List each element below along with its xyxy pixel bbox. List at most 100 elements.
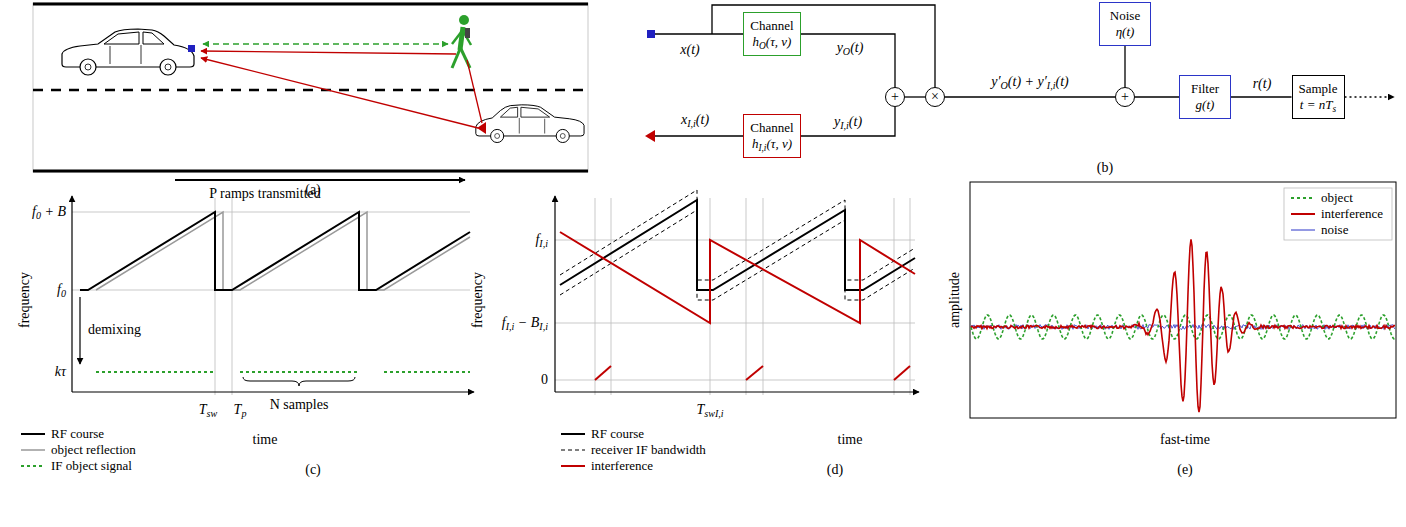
legend-line [21,465,45,467]
legend-text: object reflection [51,442,136,458]
block-function: η(t) [1116,24,1135,40]
block-title: Sample [1299,81,1338,97]
car-door [519,118,544,134]
mixer-circle: × [925,87,945,107]
text-run: (t) + y′ [1008,74,1047,89]
figure-label: Tp [234,402,247,418]
y-axis [554,196,555,392]
plot-frame [970,182,1396,418]
lane-marking [33,89,588,92]
signal-label: r(t) [1251,76,1274,92]
object-echo-arrow [203,43,448,45]
text-run: (t) [1055,74,1068,89]
adder-circle: + [1115,87,1135,107]
pedestrian-bag [465,28,470,38]
subscript: 0 [61,288,66,299]
legend-line [561,465,585,467]
car-wheel [556,129,569,142]
signal-wire [1124,46,1125,87]
if-bandwidth-edge [560,190,915,280]
block-wires [645,5,1394,142]
legend-sample [1290,208,1316,220]
legend-line [1291,213,1315,215]
subscript: I,i [758,143,766,153]
sample-brace [243,377,355,386]
figure-label: time [253,432,278,448]
adder-circle: + [885,87,905,107]
legend-text: noise [1321,222,1348,238]
if-object-signal [240,371,359,373]
figure-label: f0 [57,282,66,298]
text-run: (t) [850,40,863,55]
text-run: T [234,402,242,417]
figure-label: fI,i − BI,i [502,315,548,331]
text-run: h [753,34,760,49]
figure-label: (b) [1097,160,1113,176]
block-title: Noise [1110,8,1140,24]
text-run: x [681,112,687,127]
chart-e [970,182,1396,418]
subscript: O [843,46,850,57]
subscript: I,i [687,118,696,129]
text-run: f [32,204,36,219]
figure-label: (e) [1177,462,1193,478]
signal-label: yO(t) [835,40,866,56]
signal-wire [801,34,895,87]
legend-sample [560,460,586,472]
figure-label: fast-time [1160,432,1210,448]
tx-wire [655,33,743,34]
x-axis [72,391,474,392]
legend-item: interference [1290,206,1383,222]
figure-label: demixing [88,322,141,338]
figure-label: P ramps transmitted [209,186,320,202]
interference-if-burst [595,366,611,380]
figure-label: f0 + B [32,204,66,220]
grid-line [595,198,596,395]
interference-path [201,51,456,54]
interference-path [467,60,482,123]
figure-label: frequency [17,272,33,328]
ramp-arrow [175,179,465,181]
block-title: Channel [750,120,793,136]
figure-label: kτ [55,364,66,380]
filter-box: Filterg(t) [1179,75,1231,119]
figure-label: 0 [541,372,548,388]
x-axis [555,391,919,392]
legend-text: interference [591,458,653,474]
noise-box: Noiseη(t) [1099,2,1151,46]
grid-line [72,212,470,213]
text-run: y [834,114,840,129]
text-run: (t) [696,112,709,127]
text-run: + B [41,204,66,219]
legend-line [1291,197,1315,199]
grid-line [611,198,612,395]
legend-item: IF object signal [20,458,132,474]
legend-text: RF course [51,426,104,442]
channel-box: ChannelhI,i(τ, ν) [743,114,800,158]
figure-label: N samples [270,397,329,413]
signal-wire [945,96,1115,97]
signal-wire [801,107,895,136]
legend-item: receiver IF bandwidth [560,442,706,458]
rf-course [80,212,470,290]
text-run: y [837,40,843,55]
y-axis [71,196,72,392]
legend-line [561,433,585,435]
legend-text: IF object signal [51,458,132,474]
interference-if-burst [746,366,763,380]
figure-label: amplitude [947,272,963,328]
text-run: (t) [849,114,862,129]
car-hub [85,64,91,70]
output-samples [1345,96,1395,98]
legend-text: RF course [591,426,644,442]
road-edge [33,3,588,6]
car-window [104,32,139,44]
subscript: I,i [539,321,548,332]
subscript: I,i [539,238,548,249]
figure-label: x(t) [680,42,699,58]
grid-line [894,198,895,395]
road-edge [33,170,588,173]
legend-text: interference [1321,206,1383,222]
rf-course [560,200,915,290]
car-window [143,32,164,44]
